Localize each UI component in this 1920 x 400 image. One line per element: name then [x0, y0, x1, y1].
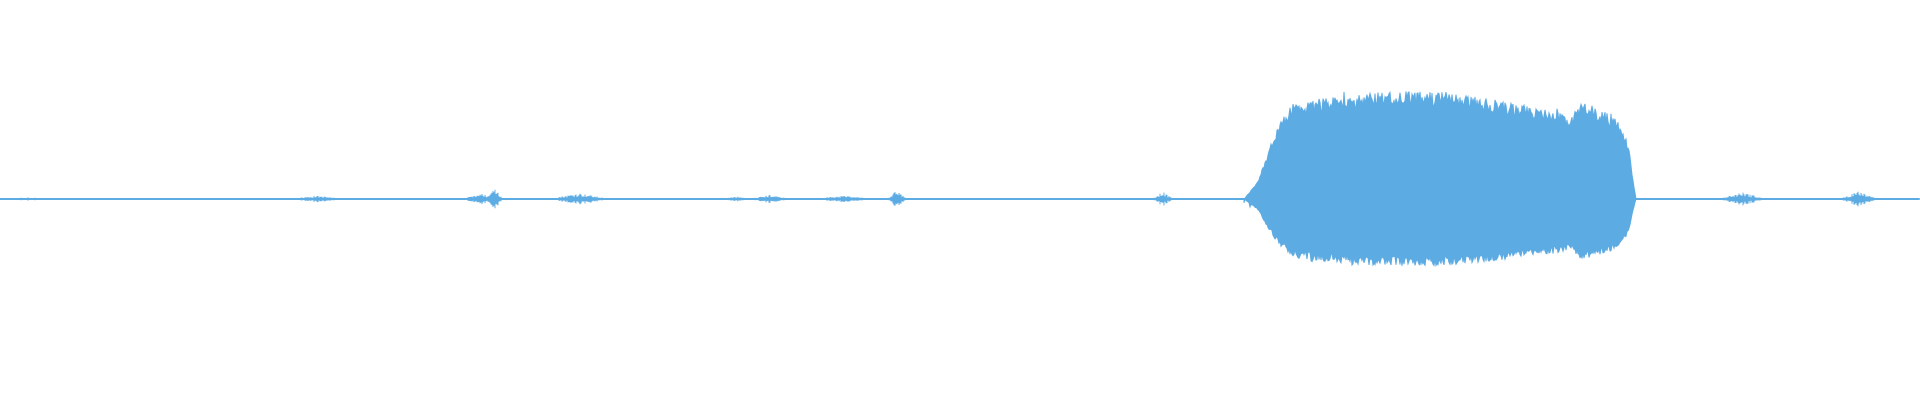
waveform-loud-section: [1243, 91, 1637, 268]
